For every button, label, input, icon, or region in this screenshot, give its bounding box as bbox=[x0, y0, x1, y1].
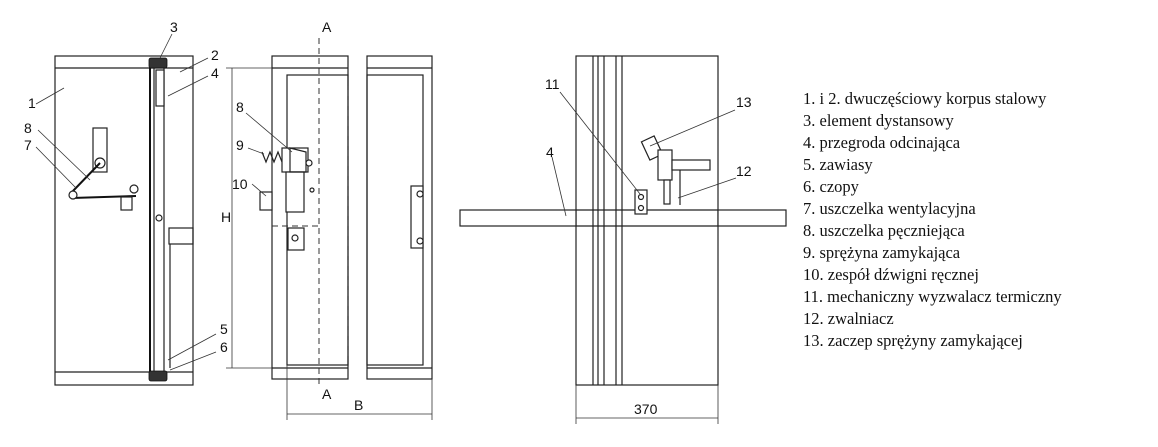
leader-side-13 bbox=[649, 109, 736, 147]
callout-side-12: 12 bbox=[736, 163, 752, 179]
front-partition bbox=[155, 69, 165, 107]
section-right-bracket bbox=[410, 185, 424, 249]
callout-s9: 9 bbox=[236, 137, 244, 153]
callout-side-11: 11 bbox=[545, 76, 560, 92]
callout-7: 7 bbox=[24, 137, 32, 153]
front-body-outline bbox=[54, 55, 194, 386]
legend-item: 8. uszczelka pęczniejąca bbox=[803, 221, 965, 240]
dim-h-label: H bbox=[221, 209, 231, 225]
leader-side-12 bbox=[677, 177, 737, 199]
thermal-trigger-bolt-1 bbox=[637, 193, 645, 201]
section-left-inner bbox=[286, 74, 349, 366]
lever-bracket bbox=[92, 127, 108, 173]
leader-1 bbox=[35, 87, 65, 105]
side-partition-bar-right bbox=[717, 209, 787, 227]
section-lever-box bbox=[285, 171, 305, 213]
leader-side-11 bbox=[559, 91, 641, 195]
legend-item: 11. mechaniczny wyzwalacz termiczny bbox=[803, 287, 1062, 306]
leader-s10 bbox=[251, 183, 267, 197]
side-partition-bar bbox=[459, 209, 577, 227]
legend-item: 5. zawiasy bbox=[803, 155, 873, 174]
section-cam bbox=[289, 147, 307, 173]
callout-s10: 10 bbox=[232, 176, 248, 192]
lever-arm-lower bbox=[71, 195, 137, 199]
thermal-trigger-bolt-2 bbox=[637, 204, 645, 212]
leader-7 bbox=[35, 146, 77, 189]
legend-item: 13. zaczep sprężyny zamykającej bbox=[803, 331, 1023, 350]
trigger-body bbox=[657, 149, 673, 181]
section-marker-bottom: A bbox=[322, 386, 332, 402]
spacer-element-bottom bbox=[148, 370, 168, 382]
lever-end bbox=[129, 184, 139, 194]
callout-5: 5 bbox=[220, 321, 228, 337]
dim-370-label: 370 bbox=[634, 401, 658, 417]
closing-spring-hook bbox=[640, 135, 664, 161]
lever-joint bbox=[68, 190, 78, 200]
leader-2 bbox=[179, 57, 209, 73]
callout-side-13: 13 bbox=[736, 94, 752, 110]
section-lower-bolt bbox=[291, 234, 299, 242]
legend-item: 10. zespół dźwigni ręcznej bbox=[803, 265, 979, 284]
leader-3 bbox=[159, 33, 173, 59]
blade-hinge-point bbox=[155, 214, 163, 222]
lever-handle-block bbox=[120, 196, 133, 211]
leader-8 bbox=[37, 129, 91, 181]
trigger-stem bbox=[663, 179, 671, 205]
section-right-bolt-1 bbox=[416, 190, 424, 198]
front-lower-panel bbox=[168, 227, 194, 245]
legend-item: 6. czopy bbox=[803, 177, 859, 196]
callout-side-4: 4 bbox=[546, 144, 554, 160]
callout-s8: 8 bbox=[236, 99, 244, 115]
lever-arm-upper bbox=[71, 162, 101, 193]
callout-2: 2 bbox=[211, 47, 219, 63]
legend-item: 7. uszczelka wentylacyjna bbox=[803, 199, 976, 218]
side-view: 4 11 12 13 370 bbox=[459, 55, 787, 424]
section-pin-2 bbox=[309, 187, 315, 193]
dim-b-label: B bbox=[354, 397, 363, 413]
section-wall-left-outer bbox=[271, 55, 349, 380]
section-right-bolt-2 bbox=[416, 237, 424, 245]
section-view: A A H B 8 9 10 bbox=[221, 19, 433, 420]
legend-item: 4. przegroda odcinająca bbox=[803, 133, 961, 152]
callout-1: 1 bbox=[28, 95, 36, 111]
leader-6 bbox=[169, 351, 217, 371]
callout-3: 3 bbox=[170, 19, 178, 35]
leader-side-4 bbox=[551, 156, 567, 217]
callout-4: 4 bbox=[211, 65, 219, 81]
legend-item: 3. element dystansowy bbox=[803, 111, 954, 130]
leader-s8 bbox=[245, 112, 293, 153]
callout-8: 8 bbox=[24, 120, 32, 136]
leader-s9 bbox=[247, 147, 265, 155]
leader-5 bbox=[167, 333, 217, 361]
spacer-element-top bbox=[148, 57, 168, 69]
front-view: 1 2 3 4 5 6 7 8 bbox=[24, 19, 228, 386]
section-pin bbox=[305, 159, 313, 167]
callout-6: 6 bbox=[220, 339, 228, 355]
legend-item: 1. i 2. dwuczęściowy korpus stalowy bbox=[803, 89, 1047, 108]
closing-spring bbox=[261, 150, 283, 164]
section-lever-handle bbox=[259, 191, 273, 211]
legend-item: 9. sprężyna zamykająca bbox=[803, 243, 961, 262]
leader-4 bbox=[167, 75, 209, 97]
legend-item: 12. zwalniacz bbox=[803, 309, 894, 328]
side-body-outline bbox=[575, 55, 719, 386]
parts-legend: 1. i 2. dwuczęściowy korpus stalowy 3. e… bbox=[803, 88, 1062, 352]
trigger-arm bbox=[671, 159, 711, 171]
section-marker-top: A bbox=[322, 19, 332, 35]
